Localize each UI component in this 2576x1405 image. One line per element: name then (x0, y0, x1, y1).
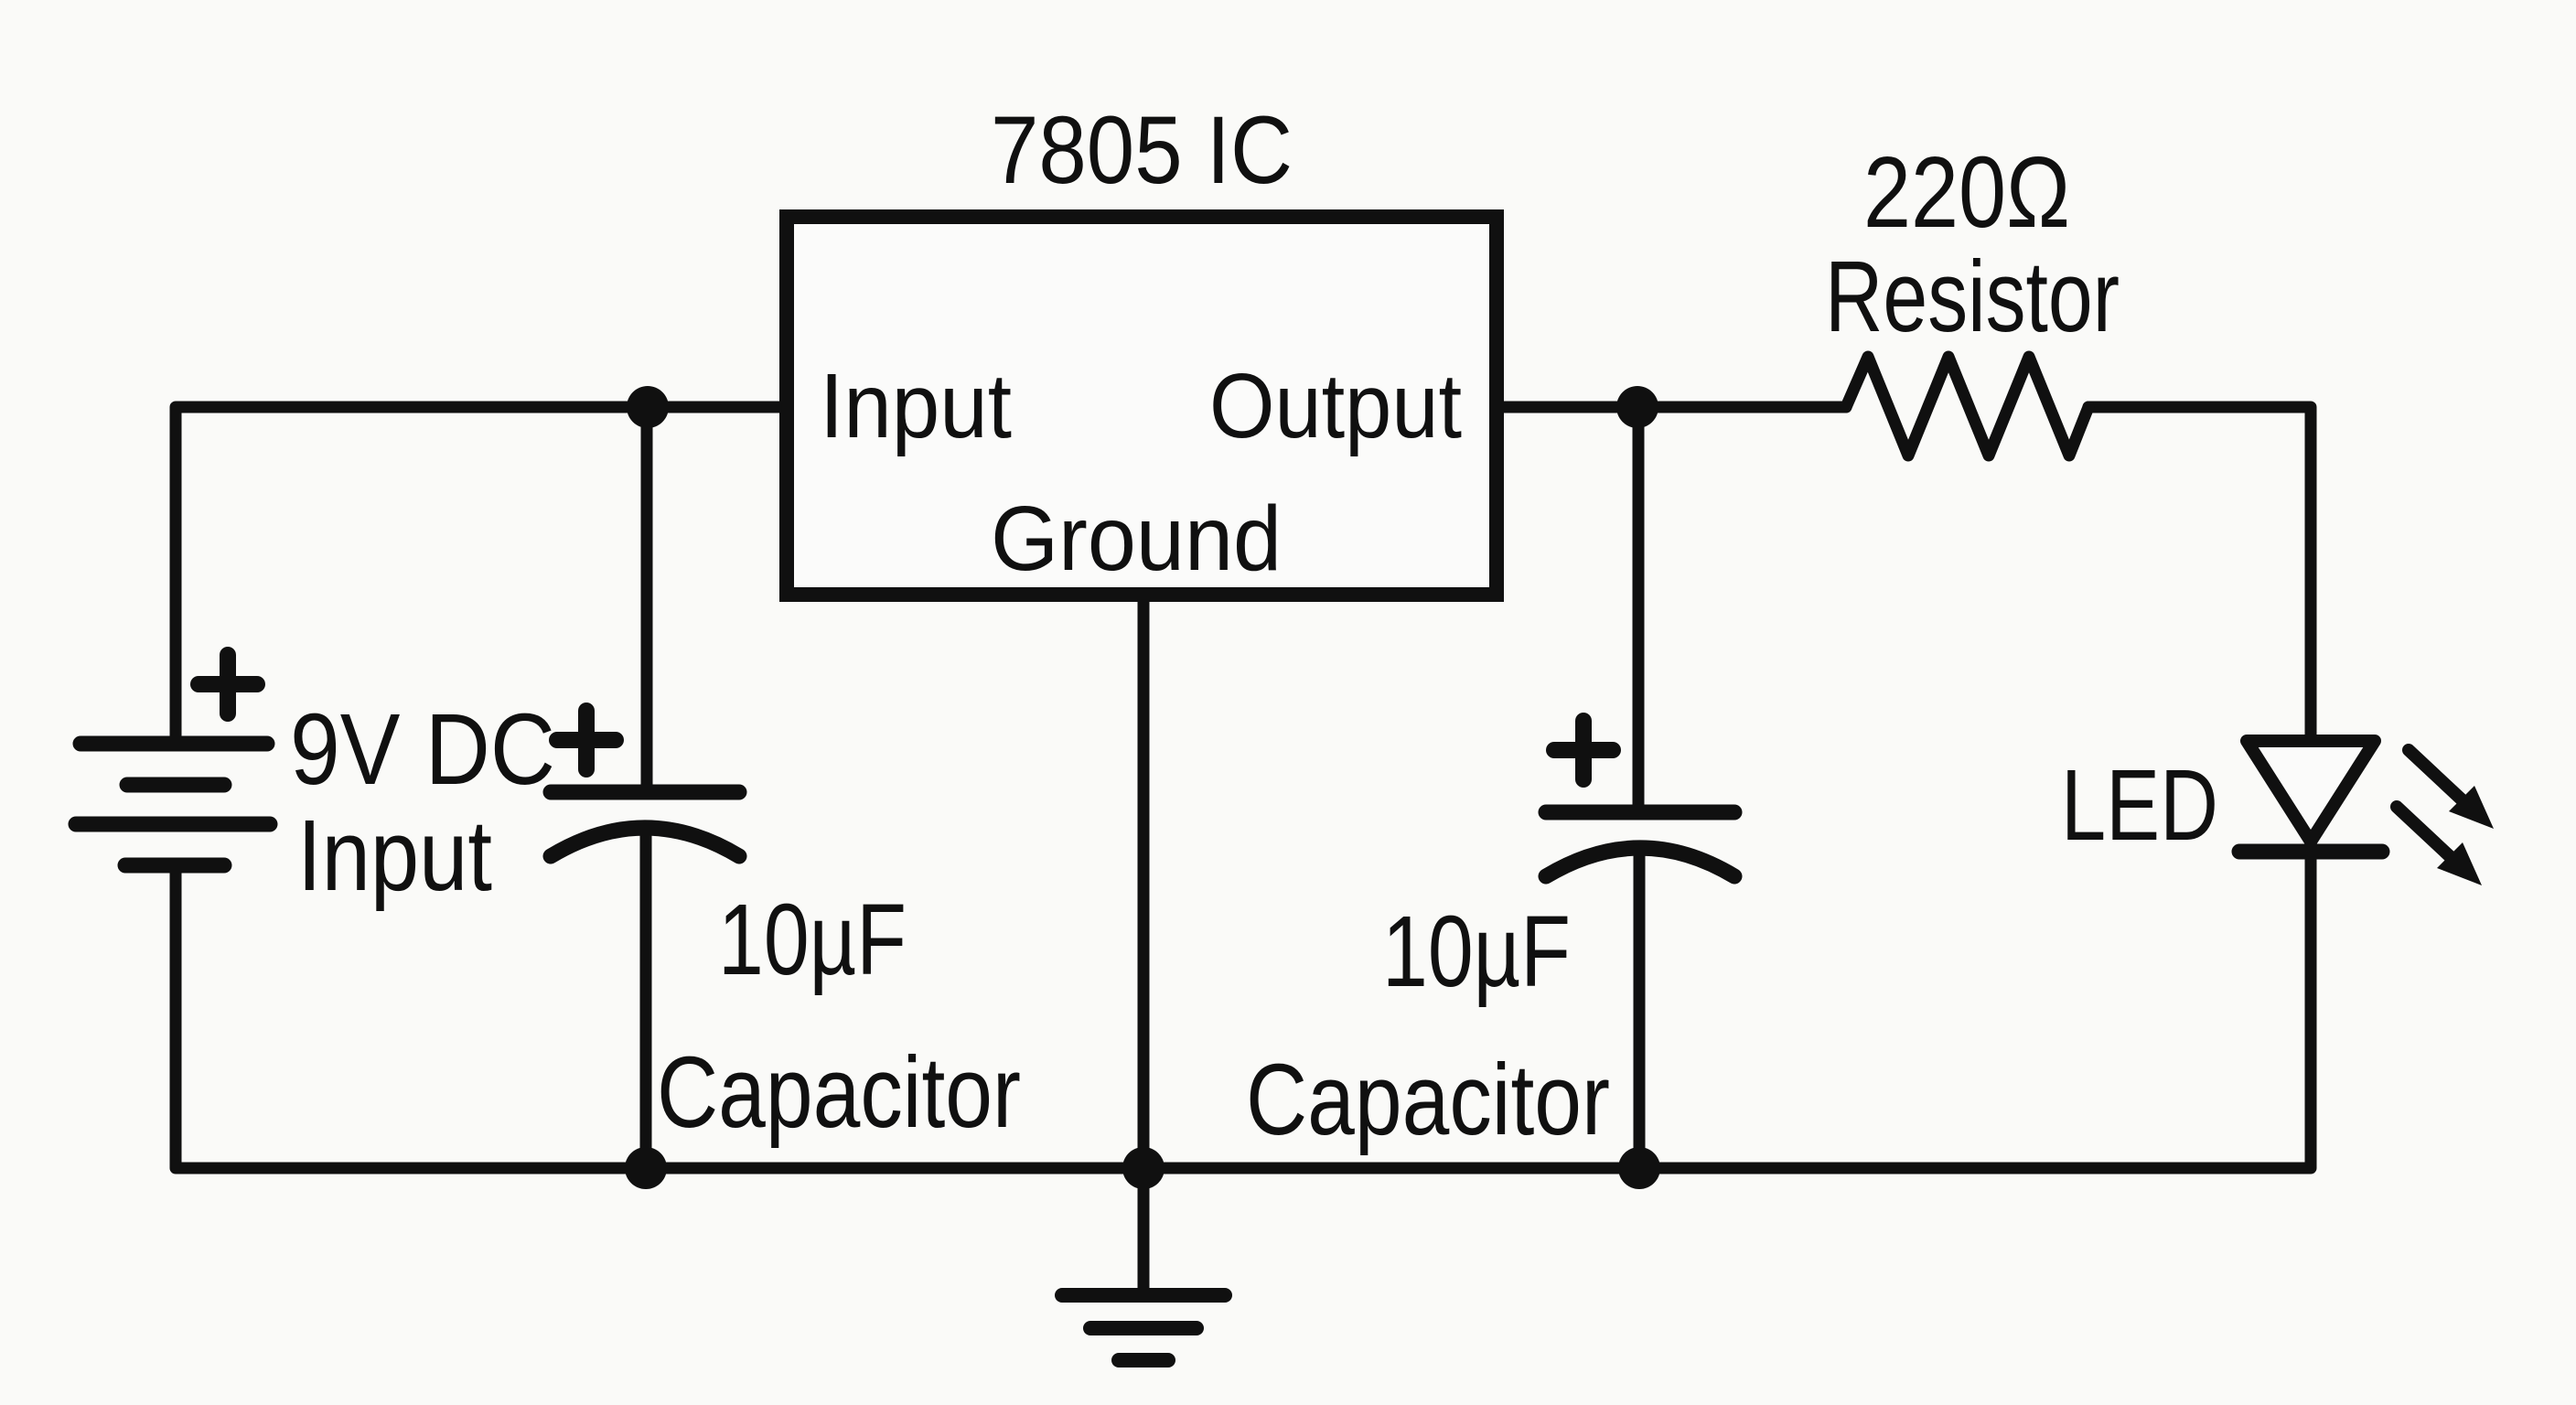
led-light-arrows-icon (2390, 744, 2494, 885)
capacitor-value-label: 10µF (718, 884, 907, 996)
wire-output-top-right (2082, 401, 2317, 744)
junction-dot-icon (1616, 386, 1658, 428)
capacitor-plus-icon (1546, 713, 1621, 788)
capacitor-name-label: Capacitor (657, 1036, 1021, 1149)
junction-dot-icon (627, 386, 669, 428)
wire-bottom-rail (169, 848, 2317, 1174)
capacitor-icon (1538, 804, 1743, 885)
junction-dot-icon (1618, 1147, 1660, 1189)
capacitor-plus-icon (549, 702, 624, 778)
resistor-220: 220Ω Resistor (1825, 136, 2120, 462)
capacitor-output: 10µF Capacitor (1246, 713, 1743, 1156)
ic-pin-ground-label: Ground (991, 488, 1282, 590)
resistor-name-label: Resistor (1825, 241, 2120, 353)
battery-input-label: Input (297, 799, 492, 912)
resistor-zigzag-icon (1840, 350, 2095, 462)
ic-7805: 7805 IC Input Output Ground (779, 97, 1504, 602)
led-label: LED (2061, 749, 2218, 862)
ic-body-icon (779, 209, 1504, 602)
ground-symbol-icon (1055, 1288, 1232, 1367)
wires (169, 401, 2317, 1294)
junction-dot-icon (625, 1147, 667, 1189)
ic-pin-output-label: Output (1209, 355, 1462, 457)
battery-plus-icon (190, 647, 265, 722)
junction-dot-icon (1122, 1147, 1165, 1189)
capacitor-name-label: Capacitor (1246, 1044, 1610, 1156)
capacitor-icon (542, 784, 747, 864)
battery-icon (68, 735, 278, 874)
battery-9v: 9V DC Input (68, 647, 555, 912)
led-diode-icon (2231, 735, 2390, 860)
wire-input-top-left (169, 401, 793, 742)
led: LED (2061, 735, 2494, 885)
resistor-value-label: 220Ω (1863, 136, 2070, 249)
junction-dots (625, 386, 1660, 1189)
capacitor-value-label: 10µF (1382, 896, 1571, 1008)
ic-pin-input-label: Input (820, 355, 1012, 457)
capacitor-input: 10µF Capacitor (542, 702, 1021, 1149)
battery-value-label: 9V DC (290, 693, 555, 806)
ic-title: 7805 IC (991, 97, 1293, 204)
